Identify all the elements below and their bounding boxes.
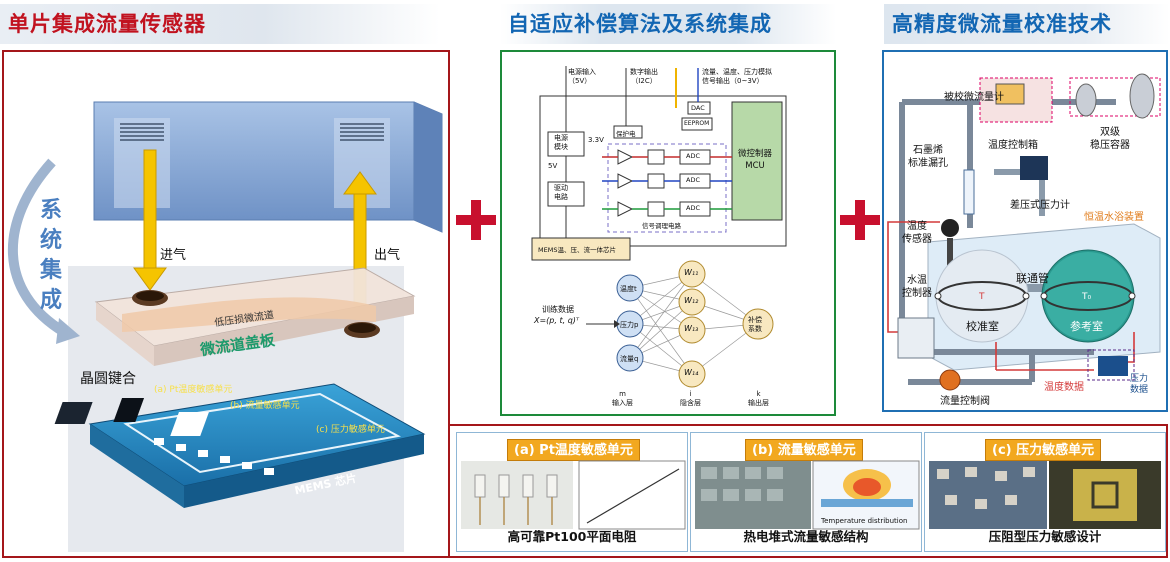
chip-part-c: (c) 压力敏感单元 xyxy=(316,425,385,435)
t0-label: T₀ xyxy=(1082,292,1092,302)
card-b-caption: 热电堆式流量敏感结构 xyxy=(743,529,869,544)
hidden-node-3: W₁₃ xyxy=(684,324,699,333)
protect-label: 保护电 xyxy=(616,130,636,138)
side-text-3: 集 xyxy=(40,258,63,283)
t-label: T xyxy=(979,292,985,302)
temp-box-label: 温度控制箱 xyxy=(988,140,1038,151)
card-pressure-unit: (c) 压力敏感单元 压阻型压力敏感设计 xyxy=(924,432,1166,552)
input-node-3: 流量q xyxy=(620,355,639,363)
v5-label: 5V xyxy=(548,162,558,170)
ref-chamber-label: 参考室 xyxy=(1070,320,1103,333)
cal-chamber-label: 校准室 xyxy=(966,320,999,333)
meter-label: 被校微流量计 xyxy=(944,92,1004,103)
adc-label-2: ADC xyxy=(686,176,700,184)
hidden-node-2: W₁₂ xyxy=(684,296,699,305)
water-ctrl-label: 水温 控制器 xyxy=(902,275,932,299)
left-panel-frame xyxy=(2,50,450,558)
input-node-2: 压力p xyxy=(620,321,639,329)
stabilizer-label: 双级 稳压容器 xyxy=(1090,127,1130,151)
mcu-label: 微控制器 MCU xyxy=(738,149,773,171)
calibration-system-diagram xyxy=(887,73,1161,391)
outlet-label: 出气 xyxy=(374,248,401,263)
layer-input: m 输入层 xyxy=(612,390,633,407)
cond-label: 信号调理电路 xyxy=(642,222,681,230)
layer-output: k 输出层 xyxy=(748,390,769,407)
header-middle-title: 自适应补偿算法及系统集成 xyxy=(500,4,836,44)
middle-panel: 电源输入 （5V） 数字输出 （I2C） 流量、温度、压力模拟 信号输出（0~3… xyxy=(500,50,836,416)
right-panel: 被校微流量计 温度控制箱 双级 稳压容器 石墨烯 标准漏孔 差压式压力计 恒温水… xyxy=(882,50,1168,412)
card-flow-unit: (b) 流量敏感单元 Temperature distribution 热电堆式… xyxy=(690,432,922,552)
chip-box-label: MEMS温、压、流一体芯片 xyxy=(538,246,616,254)
adc-label-1: ADC xyxy=(686,152,700,160)
output-node: 补偿 系数 xyxy=(748,316,762,333)
plus-icon-right xyxy=(840,200,880,240)
supply-in-label: 电源输入 （5V） xyxy=(568,68,596,85)
analog-out-label: 流量、温度、压力模拟 信号输出（0~3V） xyxy=(702,68,772,85)
thermopile-photo xyxy=(695,460,920,530)
bottom-panel-frame xyxy=(448,424,1168,558)
drive-label: 驱动 电路 xyxy=(554,184,568,201)
input-node-1: 温度t xyxy=(620,285,637,293)
dp-meter-label: 差压式压力计 xyxy=(1010,200,1070,211)
sensor-structure-illustration xyxy=(8,101,443,552)
plus-icon-left xyxy=(456,200,496,240)
leak-label: 石墨烯 标准漏孔 xyxy=(908,145,948,169)
hidden-node-1: W₁₁ xyxy=(684,268,699,277)
chip-part-a: (a) Pt温度敏感单元 xyxy=(154,385,233,395)
left-panel: 系 统 集 成 进气 出气 低压损微流道 微流道盖板 晶圆键合 (a) Pt温度… xyxy=(4,52,448,556)
pressure-data-label: 压力 数据 xyxy=(1130,374,1149,395)
card-c-caption: 压阻型压力敏感设计 xyxy=(988,529,1102,544)
hidden-node-4: W₁₄ xyxy=(684,368,699,377)
card-c-title: (c) 压力敏感单元 xyxy=(985,439,1102,461)
v33-label: 3.3V xyxy=(588,136,604,144)
side-text-1: 系 xyxy=(40,198,63,223)
header-left-title: 单片集成流量传感器 xyxy=(0,4,440,44)
adc-label-3: ADC xyxy=(686,204,700,212)
side-text-2: 统 xyxy=(40,228,63,253)
card-b-title: (b) 流量敏感单元 xyxy=(745,439,863,461)
header-right-title: 高精度微流量校准技术 xyxy=(884,4,1170,44)
x-formula-label: X=(p, t, q)ᵀ xyxy=(534,316,579,325)
chip-part-b: (b) 流量敏感单元 xyxy=(230,401,300,411)
pt-resistor-photo xyxy=(461,460,686,530)
temp-sensor-label: 温度 传感器 xyxy=(902,221,932,245)
piezo-photo xyxy=(929,461,1161,529)
card-temperature-unit: (a) Pt温度敏感单元 高可靠Pt100平面电阻 xyxy=(456,432,688,552)
card-b-inner-label: Temperature distribution xyxy=(821,517,908,525)
bath-label: 恒温水浴装置 xyxy=(1084,212,1144,223)
temp-data-label: 温度数据 xyxy=(1044,382,1084,393)
dac-label: DAC xyxy=(691,104,705,112)
layer-hidden: i 隐含层 xyxy=(680,390,701,407)
eeprom-label: EEPROM xyxy=(684,120,710,127)
digital-out-label: 数字输出 （I2C） xyxy=(630,68,658,85)
card-a-title: (a) Pt温度敏感单元 xyxy=(507,439,640,461)
train-data-label: 训练数据 xyxy=(542,305,574,314)
side-text-4: 成 xyxy=(40,288,63,313)
link-pipe-label: 联通管 xyxy=(1016,272,1049,285)
circuit-and-network-diagram xyxy=(531,66,787,388)
power-module-label: 电源 模块 xyxy=(554,134,568,151)
card-a-caption: 高可靠Pt100平面电阻 xyxy=(507,529,637,544)
wafer-bond-label: 晶圆键合 xyxy=(80,371,136,387)
inlet-label: 进气 xyxy=(160,248,187,263)
flow-valve-label: 流量控制阀 xyxy=(940,396,990,407)
